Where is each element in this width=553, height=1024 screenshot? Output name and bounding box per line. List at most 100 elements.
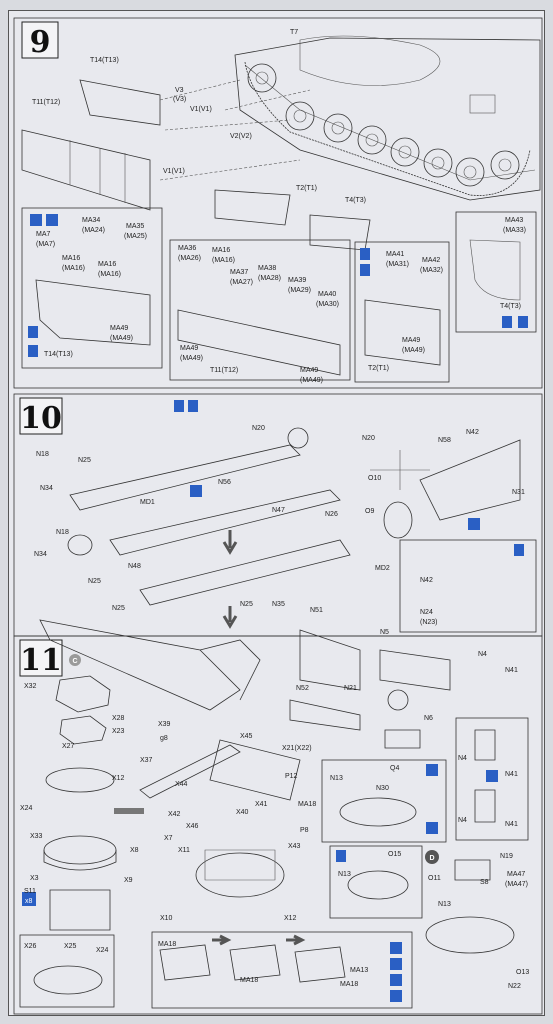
label-ma27: (MA27) [230,279,253,286]
label-o11: O11 [428,875,441,882]
paint-icon-c [360,248,370,260]
label-s8: S8 [480,879,489,886]
stowage-arrow-1 [212,934,232,946]
label-n20-a: N20 [252,425,265,432]
label-n48: N48 [128,563,141,570]
marker-d-circle [425,850,439,864]
side-skirts-drawing [21,79,371,251]
grip-icon-11 [426,822,438,834]
label-ma42: MA42 [422,257,440,264]
label-n18-a: N18 [36,451,49,458]
label-ma33: (MA33) [503,227,526,234]
label-x28: X28 [112,715,125,722]
cement-icon [30,214,42,226]
stowage-box-2 [229,944,281,981]
label-v3-alt: (V3) [173,96,186,103]
label-ma16-a-alt: (MA16) [62,265,85,272]
label-x43: X43 [288,843,301,850]
cement-icon-11 [486,770,498,782]
label-n4-b: N4 [458,755,467,762]
label-x41: X41 [255,801,268,808]
label-x26: X26 [24,943,37,950]
marker-c-circle [69,654,81,666]
label-t14-inset: T14(T13) [44,351,73,358]
final-hatch-ring [425,916,515,954]
label-n47: N47 [272,507,285,514]
instruction-sheet [8,10,545,1016]
label-n22: N22 [508,983,521,990]
label-x32: X32 [24,683,37,690]
label-n34-b: N34 [34,551,47,558]
step-10-box [19,397,63,435]
label-n13-a: N13 [330,775,343,782]
label-x45: X45 [240,733,253,740]
label-t4-inset: T4(T3) [500,303,521,310]
label-ma32: (MA32) [420,267,443,274]
label-x9: X9 [124,877,133,884]
label-t7: T7 [290,29,298,36]
inset-a-icons [28,214,58,357]
right-arrow-11 [114,808,144,814]
label-x37: X37 [140,757,153,764]
label-ma16-b: MA16 [98,261,116,268]
count-badge [22,892,36,906]
label-ma26: (MA26) [178,255,201,262]
inset-stowage-frame [151,931,413,1009]
cement-icon-10 [190,485,202,497]
label-x8: X8 [130,847,139,854]
label-t2-inset: T2(T1) [368,365,389,372]
label-t11-t12: T11(T12) [32,99,60,106]
step-11-box [19,639,63,677]
brush-icon-11 [426,764,438,776]
label-n42-b: N42 [420,577,433,584]
label-n25-d: N25 [112,605,125,612]
label-n13-c: N13 [438,901,451,908]
label-x21-x22: X21(X22) [282,745,312,752]
label-ma47: MA47 [507,871,525,878]
inset-c-frame [354,241,450,383]
label-p8: P8 [300,827,309,834]
inset-d-frame [455,211,537,333]
label-n25-b: N25 [88,578,101,585]
label-n6: N6 [424,715,433,722]
cement-icon-s1 [390,942,402,954]
label-ma29: (MA29) [288,287,311,294]
step-9-number: 9 [30,25,51,60]
label-n4: N4 [478,651,487,658]
label-n20-b: N20 [362,435,375,442]
paint-icon-b [188,400,198,412]
label-v2: V2(V2) [230,133,252,140]
label-ma49-b: MA49 [180,345,198,352]
label-ma43: MA43 [505,217,523,224]
barrel-assembly-drawing [67,427,521,606]
label-t14-t13: T14(T13) [90,57,119,64]
brush-icon [28,345,38,357]
label-n18-b: N18 [56,529,69,536]
label-t2-t1: T2(T1) [296,185,317,192]
step11-labels: N25 N35 N51 N5 N4 N41 X32 X28 X23 X27 X1… [20,601,529,990]
inset-hatch-ring [339,797,417,827]
label-n25-a: N25 [78,457,91,464]
label-n41: N41 [505,667,518,674]
inset-a-skirt [35,279,151,346]
label-ma49-d: MA49 [402,337,420,344]
marker-c: C [72,658,77,665]
label-ma41: MA41 [386,251,404,258]
label-n24: N24 [420,609,433,616]
label-ma28: (MA28) [258,275,281,282]
cement-icon-s3 [390,974,402,986]
label-md1: MD1 [140,499,155,506]
inset-d-ring [347,870,409,900]
marker-d: D [429,855,434,862]
label-ma13: MA13 [350,967,368,974]
label-ma18-c: MA18 [240,977,258,984]
label-x40: X40 [236,809,249,816]
label-ma25: (MA25) [124,233,147,240]
label-md2: MD2 [375,565,390,572]
turret-gun-drawing [39,619,451,749]
label-ma36: MA36 [178,245,196,252]
brush-icon-b [174,400,184,412]
step9-main-labels: T7 T14(T13) V3 (V3) V1(V1) T11(T12) V2(V… [32,29,366,204]
inset-a-labels: MA7 (MA7) MA34 (MA24) MA35 (MA25) MA16 (… [36,217,147,358]
hatch-cover [454,859,491,881]
